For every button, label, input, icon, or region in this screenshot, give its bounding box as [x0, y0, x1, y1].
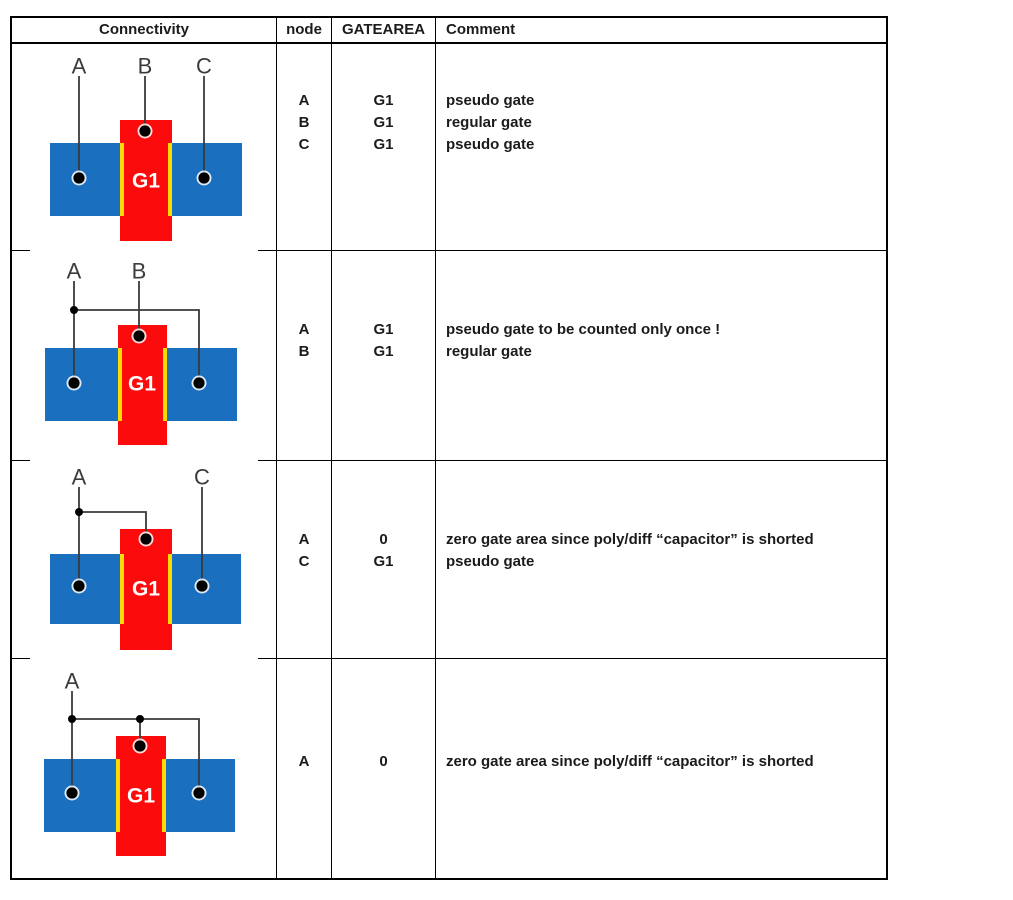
transistor-diagram: A B G1 — [45, 259, 237, 445]
wire — [74, 309, 200, 383]
contact-dot — [68, 377, 80, 389]
cell-line: C — [298, 136, 310, 153]
comment-cell-row-4: zero gate area since poly/diff “capacito… — [435, 658, 886, 878]
cell-line: B — [298, 343, 310, 360]
connectivity-diagram-row-1: A B C G1 — [12, 44, 276, 250]
contact-dot — [193, 787, 205, 799]
comment-cell-row-2: pseudo gate to be counted only once ! reg… — [435, 250, 886, 460]
node-label: B — [132, 259, 147, 284]
cell-line: zero gate area since poly/diff “capacito… — [446, 753, 814, 770]
gate-edge-left — [120, 554, 124, 624]
cell-line: zero gate area since poly/diff “capacito… — [446, 531, 814, 548]
header-gatearea: GATEAREA — [331, 18, 435, 44]
gate-edge-right — [162, 759, 166, 832]
cell-line: pseudo gate — [446, 136, 535, 153]
comment-cell-row-1: pseudo gate regular gate pseudo gate — [435, 44, 886, 250]
cell-line: G1 — [373, 114, 394, 131]
cell-line: B — [298, 114, 310, 131]
node-label: A — [67, 259, 82, 284]
gate-edge-left — [120, 143, 124, 216]
node-label: B — [138, 54, 153, 79]
gate-edge-right — [168, 554, 172, 624]
contact-dot — [198, 172, 210, 184]
contact-dot — [133, 330, 145, 342]
node-label: C — [196, 54, 212, 79]
gate-label: G1 — [128, 373, 156, 396]
gate-region — [116, 736, 166, 856]
contact-dot — [140, 533, 152, 545]
gate-edge-right — [168, 143, 172, 216]
wire — [79, 511, 147, 539]
cell-line: pseudo gate — [446, 553, 535, 570]
gate-region — [120, 529, 172, 650]
gate-edge-right — [163, 348, 167, 421]
header-comment: Comment — [435, 18, 886, 44]
transistor-diagram: A C G1 — [50, 465, 241, 650]
gate-label: G1 — [127, 785, 155, 808]
contact-dot — [73, 580, 85, 592]
cell-line: A — [298, 753, 310, 770]
contact-dot — [139, 125, 151, 137]
contact-dot — [196, 580, 208, 592]
contact-dot — [66, 787, 78, 799]
transistor-diagram: A G1 — [44, 669, 235, 856]
gatearea-cell-row-4: 0 — [331, 658, 435, 878]
junction-dot — [68, 715, 76, 723]
header-node: node — [276, 18, 331, 44]
cell-line: 0 — [379, 531, 388, 548]
node-label: A — [65, 669, 80, 694]
node-label: C — [194, 465, 210, 490]
gate-region — [120, 120, 172, 241]
node-cell-row-4: A — [276, 658, 331, 878]
gate-region — [118, 325, 167, 445]
contact-dot — [73, 172, 85, 184]
contact-dot — [193, 377, 205, 389]
header-connectivity: Connectivity — [12, 18, 276, 44]
comment-cell-row-3: zero gate area since poly/diff “capacito… — [435, 460, 886, 658]
cell-line: C — [298, 553, 310, 570]
cell-line: regular gate — [446, 114, 532, 131]
cell-line: pseudo gate to be counted only once ! — [446, 321, 721, 338]
junction-dot — [75, 508, 83, 516]
connectivity-diagram-row-2: A B G1 — [12, 250, 276, 460]
node-label: A — [72, 54, 87, 79]
cell-line: G1 — [373, 136, 394, 153]
cell-line: G1 — [373, 321, 394, 338]
gate-edge-left — [118, 348, 122, 421]
node-label: A — [72, 465, 87, 490]
contact-dot — [134, 740, 146, 752]
connectivity-diagram-row-4: A G1 — [12, 658, 276, 878]
gate-label: G1 — [132, 170, 160, 193]
gate-label: G1 — [132, 578, 160, 601]
cell-line: A — [298, 321, 310, 338]
wire — [72, 718, 200, 793]
junction-dot — [136, 715, 144, 723]
junction-dot — [70, 306, 78, 314]
cell-line: A — [298, 92, 310, 109]
cell-line: G1 — [373, 553, 394, 570]
transistor-diagram: A B C G1 — [50, 54, 242, 241]
gate-edge-left — [116, 759, 120, 832]
cell-line: 0 — [379, 753, 388, 770]
cell-line: G1 — [373, 92, 394, 109]
cell-line: pseudo gate — [446, 92, 535, 109]
cell-line: G1 — [373, 343, 394, 360]
connectivity-diagram-row-3: A C G1 — [12, 460, 276, 658]
cell-line: A — [298, 531, 310, 548]
cell-line: regular gate — [446, 343, 532, 360]
